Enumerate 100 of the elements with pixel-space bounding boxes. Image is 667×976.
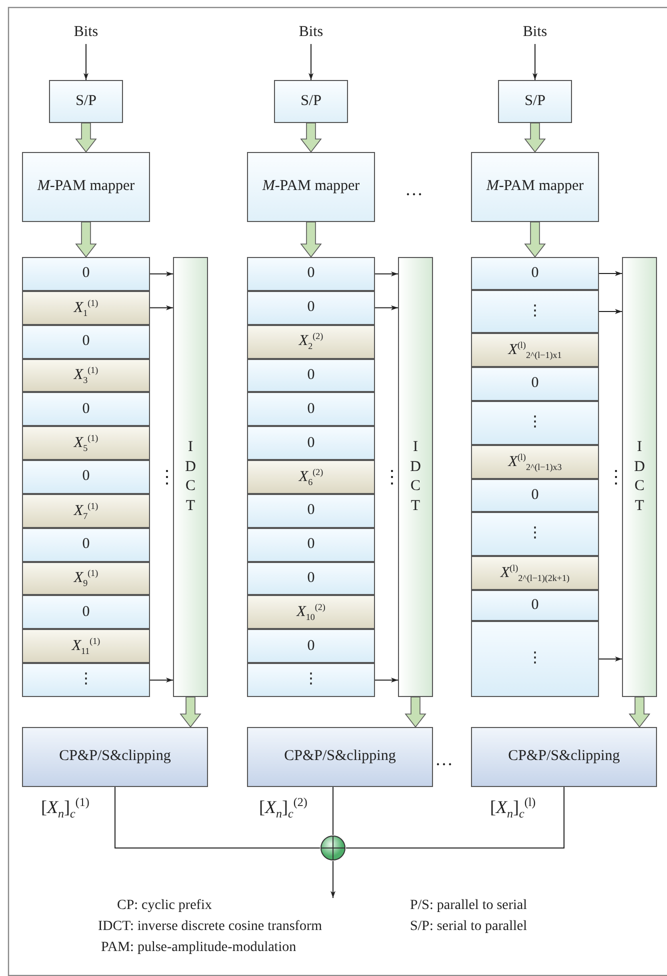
- cell-value: 0: [307, 638, 315, 655]
- arrow: [598, 656, 622, 662]
- cell-value: 0: [307, 299, 315, 316]
- subcarrier-cell: [471, 512, 599, 556]
- box-label: CP&P/S&clipping: [284, 748, 396, 766]
- subcarrier-cell: [22, 290, 150, 325]
- cell-value: 0: [82, 468, 90, 486]
- process-box: [247, 152, 375, 222]
- cell-value: 0: [307, 400, 315, 418]
- cell-value: 0: [82, 332, 90, 350]
- ellipsis: ⋮: [158, 468, 176, 486]
- idct-block: [173, 257, 208, 697]
- block-label: IDCT: [184, 438, 197, 516]
- cell-value: ⋮: [528, 302, 542, 320]
- cell-value: ⋮: [78, 671, 94, 689]
- cell-value: ⋮: [528, 650, 542, 668]
- block-label: IDCT: [409, 438, 422, 516]
- cell-value: 0: [531, 264, 539, 282]
- subcarrier-cell: [471, 445, 599, 479]
- abbreviation-note: IDCT: inverse discrete cosine transform: [98, 920, 322, 934]
- subcarrier-cell: [247, 460, 375, 494]
- box-label: CP&P/S&clipping: [59, 748, 171, 766]
- arrow: [374, 271, 398, 276]
- arrow: [150, 271, 174, 276]
- subcarrier-cell: [247, 494, 375, 528]
- box-label: M-PAM mapper: [262, 178, 360, 196]
- process-box: [247, 727, 433, 787]
- process-box: [471, 727, 657, 787]
- block-label: IDCT: [633, 438, 646, 516]
- process-box: [498, 80, 572, 123]
- subcarrier-cell: [247, 392, 375, 426]
- subcarrier-cell: [247, 562, 375, 596]
- block-arrow: [628, 696, 650, 728]
- subcarrier-cell: [247, 257, 375, 291]
- process-box: [471, 152, 599, 222]
- process-box: [49, 80, 123, 123]
- subcarrier-cell: [247, 324, 375, 359]
- subcarrier-cell: [22, 595, 150, 630]
- arrow: [598, 271, 622, 276]
- cell-value: ⋮: [528, 525, 542, 543]
- ellipsis: …: [435, 750, 453, 768]
- subcarrier-cell: [471, 479, 599, 512]
- arrow: [84, 44, 88, 80]
- block-arrow: [524, 122, 546, 153]
- cell-value: 0: [82, 400, 90, 418]
- abbreviation-note: P/S: parallel to serial: [410, 899, 528, 913]
- subcarrier-cell: [22, 460, 150, 494]
- subcarrier-cell: [471, 556, 599, 590]
- idct-block: [398, 257, 433, 697]
- subcarrier-cell: [247, 663, 375, 697]
- subcarrier-cell: [22, 392, 150, 426]
- box-label: M-PAM mapper: [37, 178, 135, 196]
- subcarrier-cell: [247, 595, 375, 630]
- arrow: [330, 860, 336, 898]
- cell-value: 0: [307, 434, 315, 452]
- subcarrier-cell: [471, 590, 599, 621]
- ellipsis: …: [405, 180, 423, 198]
- subcarrier-cell: [247, 528, 375, 562]
- subcarrier-cell: [471, 621, 599, 697]
- block-arrow: [404, 696, 426, 728]
- cell-value: 0: [531, 596, 539, 614]
- arrow: [150, 305, 174, 310]
- process-box: [22, 727, 208, 787]
- block-arrow: [524, 222, 546, 258]
- subcarrier-cell: [471, 290, 599, 333]
- cell-value: ⋮: [528, 414, 542, 432]
- subcarrier-cell: [471, 333, 599, 367]
- summing-junction: [320, 835, 346, 861]
- subcarrier-cell: [247, 426, 375, 460]
- input-label: Bits: [298, 24, 324, 42]
- box-label: S/P: [524, 92, 546, 110]
- cell-value: 0: [82, 265, 90, 283]
- subcarrier-cell: [22, 494, 150, 528]
- subcarrier-cell: [22, 257, 150, 291]
- box-label: S/P: [76, 92, 96, 110]
- cell-value: 0: [82, 604, 90, 621]
- subcarrier-cell: [22, 324, 150, 359]
- block-arrow: [300, 222, 322, 258]
- cell-value: 0: [82, 536, 90, 554]
- cell-value: 0: [307, 502, 315, 520]
- idct-block: [622, 257, 657, 697]
- process-box: [274, 80, 348, 123]
- subcarrier-cell: [22, 562, 150, 596]
- input-label: Bits: [74, 24, 98, 42]
- process-box: [22, 152, 150, 222]
- subcarrier-cell: [247, 290, 375, 325]
- cell-value: 0: [307, 366, 315, 384]
- subcarrier-cell: [471, 257, 599, 290]
- ellipsis: ⋮: [383, 468, 401, 486]
- ellipsis: ⋮: [607, 468, 625, 486]
- block-arrow: [300, 122, 322, 153]
- subcarrier-cell: [471, 401, 599, 445]
- arrow: [532, 44, 538, 80]
- cell-value: 0: [531, 375, 539, 393]
- block-arrow: [75, 222, 97, 258]
- block-arrow: [180, 696, 202, 728]
- connector-line: [114, 786, 320, 848]
- box-label: S/P: [300, 92, 322, 110]
- subcarrier-cell: [247, 358, 375, 392]
- subcarrier-cell: [22, 663, 150, 697]
